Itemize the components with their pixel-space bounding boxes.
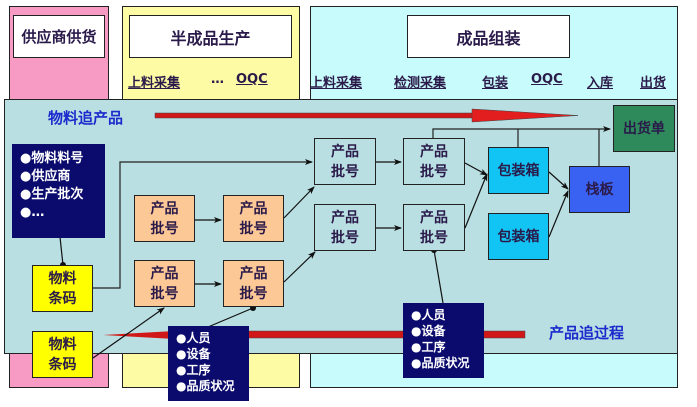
process-info-box: ●人员 ●设备 ●工序 ●品质状况 bbox=[403, 303, 484, 378]
connector-semi4-to-final3 bbox=[283, 251, 316, 283]
connector-barcode1-to-final1 bbox=[93, 159, 313, 289]
connector-box1-to-pallet bbox=[548, 171, 569, 190]
connector-final4-to-box1 bbox=[464, 173, 488, 229]
material-barcode[interactable]: 物料条码 bbox=[32, 265, 93, 312]
stage-title-supplier: 供应商供货 bbox=[13, 15, 105, 58]
step-assembly-oqc: OQC bbox=[531, 72, 563, 87]
material-info-item: ●供应商 bbox=[20, 169, 71, 184]
connector-final2-to-box1 bbox=[464, 162, 488, 176]
process-info-item: ●设备 bbox=[176, 347, 211, 361]
process-info-item: ●工序 bbox=[176, 363, 211, 377]
pallet[interactable]: 栈板 bbox=[569, 166, 630, 213]
step-assembly-packing: 包装 bbox=[482, 76, 509, 91]
material-info-box: ●物料料号 ●供应商 ●生产批次 ●… bbox=[12, 144, 105, 238]
step-assembly-shipping: 出货 bbox=[640, 76, 667, 91]
step-assembly-warehousing: 入库 bbox=[587, 76, 614, 91]
process-info-item: ●设备 bbox=[411, 324, 446, 338]
final-batch[interactable]: 产品批号 bbox=[314, 138, 376, 185]
forward-trace-label: 物料追产品 bbox=[48, 109, 124, 127]
process-info-item: ●工序 bbox=[411, 340, 446, 354]
stage-title-assembly: 成品组装 bbox=[407, 15, 570, 58]
material-barcode[interactable]: 物料条码 bbox=[32, 331, 93, 378]
material-info-item: ●生产批次 bbox=[20, 187, 84, 202]
process-info-item: ●品质状况 bbox=[176, 379, 235, 393]
step-assembly-inspection-collection: 检测采集 bbox=[394, 76, 447, 91]
process-info-box: ●人员 ●设备 ●工序 ●品质状况 bbox=[168, 326, 249, 401]
process-info-item: ●人员 bbox=[176, 331, 211, 345]
connector-semi2-to-final1 bbox=[283, 186, 315, 219]
forward-trace-arrow bbox=[154, 108, 579, 123]
material-info-item: ●… bbox=[20, 205, 45, 220]
step-semi-ellipsis: … bbox=[211, 72, 224, 87]
process-info-item: ●品质状况 bbox=[411, 356, 470, 370]
stage-title-semi-production: 半成品生产 bbox=[129, 15, 292, 58]
process-info-item: ●人员 bbox=[411, 308, 446, 322]
semi-batch[interactable]: 产品批号 bbox=[134, 260, 195, 307]
packing-box[interactable]: 包装箱 bbox=[488, 213, 549, 260]
semi-batch[interactable]: 产品批号 bbox=[134, 195, 195, 242]
final-batch[interactable]: 产品批号 bbox=[403, 138, 465, 185]
semi-batch[interactable]: 产品批号 bbox=[223, 260, 284, 307]
connector-bus-to-shipping bbox=[432, 126, 611, 138]
packing-box[interactable]: 包装箱 bbox=[488, 147, 549, 194]
final-batch[interactable]: 产品批号 bbox=[403, 204, 465, 251]
final-batch[interactable]: 产品批号 bbox=[314, 204, 376, 251]
connector-process2-to-final4 bbox=[433, 249, 444, 304]
connector-barcode2-to-semi3 bbox=[92, 307, 165, 359]
shipping-order[interactable]: 出货单 bbox=[613, 105, 675, 152]
material-info-item: ●物料料号 bbox=[20, 151, 84, 166]
connector-box2-to-pallet bbox=[548, 190, 569, 238]
step-semi-oqc: OQC bbox=[236, 72, 268, 87]
step-semi-feed-collection: 上料采集 bbox=[128, 76, 181, 91]
step-assembly-feed-collection: 上料采集 bbox=[310, 76, 363, 91]
connector-info-to-barcode bbox=[59, 236, 64, 266]
semi-batch[interactable]: 产品批号 bbox=[223, 195, 284, 242]
connector-process1-to-semi4 bbox=[207, 307, 254, 328]
backward-trace-label: 产品追过程 bbox=[549, 324, 625, 342]
